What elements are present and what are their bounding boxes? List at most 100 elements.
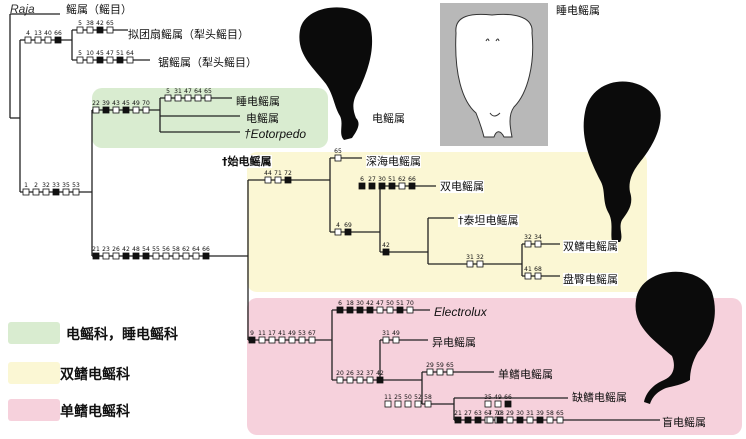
character-number: 49: [392, 330, 400, 337]
character-marker: [534, 272, 542, 280]
taxon-shui-dian-yao-top: 睡电鳐属: [556, 4, 600, 17]
character-number: 45: [122, 100, 130, 107]
character-marker: [52, 188, 60, 196]
taxon-shen-hai: 深海电鳐属: [366, 155, 421, 168]
taxon-eotorpedo: †Eotorpedo: [244, 127, 307, 141]
character-number: 9: [250, 330, 254, 337]
character-number: 58: [424, 394, 432, 401]
character-marker: [194, 94, 202, 102]
taxon-yi-dian: 异电鳐属: [432, 336, 476, 349]
character-marker: [388, 182, 396, 190]
character-marker: [102, 106, 110, 114]
character-number: 32: [42, 182, 50, 189]
taxon-shuang-dian: 双电鳐属: [440, 180, 484, 193]
character-marker: [356, 376, 364, 384]
character-marker: [524, 272, 532, 280]
character-marker: [414, 400, 422, 408]
character-number: 56: [162, 246, 170, 253]
character-marker: [112, 252, 120, 260]
character-marker: [378, 182, 386, 190]
character-number: 21: [454, 410, 462, 417]
character-marker: [162, 252, 170, 260]
character-marker: [344, 228, 352, 236]
character-number: 32: [356, 370, 364, 377]
character-number: 25: [394, 394, 402, 401]
character-marker: [476, 260, 484, 268]
character-number: 31: [382, 330, 390, 337]
character-number: 34: [534, 234, 542, 241]
character-marker: [42, 188, 50, 196]
character-marker: [62, 188, 70, 196]
character-marker: [174, 94, 182, 102]
character-marker: [132, 106, 140, 114]
legend-label-narkidae: 单鳍电鳐科: [60, 404, 130, 420]
character-marker: [122, 252, 130, 260]
legend-label-torpedinidae: 电鳐科，睡电鳐科: [66, 327, 178, 343]
character-number: 18: [346, 300, 354, 307]
character-marker: [408, 182, 416, 190]
character-marker: [346, 376, 354, 384]
character-marker: [248, 336, 256, 344]
character-number: 18: [496, 410, 504, 417]
torpedo-silhouette: [299, 7, 373, 141]
character-number: 4: [26, 30, 30, 37]
character-marker: [86, 56, 94, 64]
character-number: 11: [384, 394, 392, 401]
character-marker: [386, 306, 394, 314]
character-number: 30: [378, 176, 386, 183]
character-number: 43: [112, 100, 120, 107]
character-number: 32: [476, 254, 484, 261]
character-marker: [86, 26, 94, 34]
character-marker: [384, 400, 392, 408]
taxon-mang-dian: 盲电鳐属: [662, 416, 706, 429]
character-marker: [404, 400, 412, 408]
character-marker: [298, 336, 306, 344]
character-number: 47: [376, 300, 384, 307]
character-marker: [102, 252, 110, 260]
character-marker: [308, 336, 316, 344]
character-marker: [358, 182, 366, 190]
character-number: 40: [44, 30, 52, 37]
character-number: 22: [92, 100, 100, 107]
character-marker: [334, 228, 342, 236]
character-number: 53: [72, 182, 80, 189]
taxon-dian-yao: 电鳐属: [246, 112, 279, 125]
character-marker: [288, 336, 296, 344]
character-number: 31: [466, 254, 474, 261]
character-marker: [258, 336, 266, 344]
character-marker: [22, 188, 30, 196]
character-marker: [426, 368, 434, 376]
character-number: 44: [264, 170, 272, 177]
character-number: 41: [524, 266, 532, 273]
character-marker: [396, 306, 404, 314]
character-marker: [152, 252, 160, 260]
character-number: 33: [52, 182, 60, 189]
character-marker: [264, 176, 272, 184]
character-marker: [268, 336, 276, 344]
character-number: 10: [86, 50, 94, 57]
character-number: 27: [464, 410, 472, 417]
character-marker: [406, 306, 414, 314]
character-marker: [106, 26, 114, 34]
character-marker: [164, 94, 172, 102]
character-marker: [336, 306, 344, 314]
character-marker: [76, 26, 84, 34]
character-number: 65: [446, 362, 454, 369]
character-marker: [284, 176, 292, 184]
character-number: 31: [526, 410, 534, 417]
character-number: 39: [536, 410, 544, 417]
character-marker: [336, 376, 344, 384]
character-number: 62: [398, 176, 406, 183]
character-number: 49: [132, 100, 140, 107]
taxon-ju-yao: 锯鳐属（犁头鳐目）: [158, 56, 257, 69]
character-number: 23: [102, 246, 110, 253]
character-marker: [106, 56, 114, 64]
character-number: 63: [474, 410, 482, 417]
character-marker: [132, 252, 140, 260]
character-number: 65: [204, 88, 212, 95]
character-marker: [34, 36, 42, 44]
character-marker: [392, 336, 400, 344]
character-marker: [534, 240, 542, 248]
